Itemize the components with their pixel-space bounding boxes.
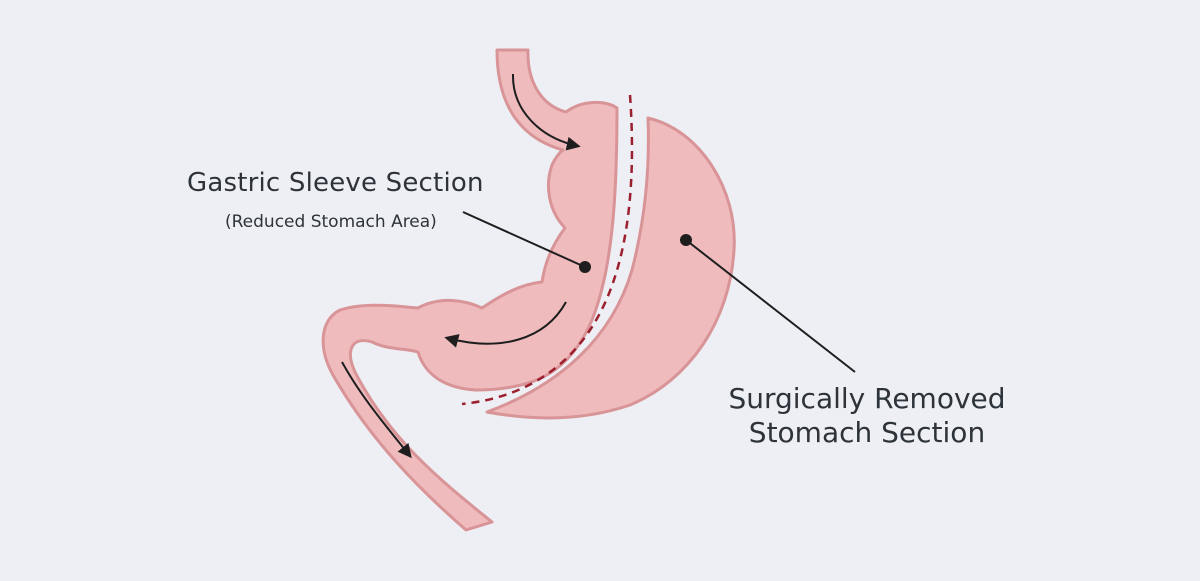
- flow-arrow-stomach: [444, 301, 567, 348]
- removed-label-line-1: Surgically Removed: [728, 382, 1006, 415]
- surgically-removed-section: [485, 116, 736, 420]
- gastric-sleeve-sublabel: (Reduced Stomach Area): [225, 212, 437, 232]
- flow-arrow-duodenum: [341, 361, 412, 459]
- leader-line-sleeve: [462, 211, 586, 268]
- leader-dot-removed: [680, 234, 692, 246]
- surgical-cut-line: [461, 94, 634, 406]
- removed-section-label: Surgically Removed Stomach Section: [726, 382, 1008, 450]
- leader-line-removed: [685, 239, 856, 373]
- gastric-sleeve-label: Gastric Sleeve Section: [187, 168, 484, 198]
- removed-label-line-2: Stomach Section: [748, 416, 986, 449]
- leader-dot-sleeve: [579, 261, 591, 273]
- gastric-sleeve-section: [321, 48, 619, 532]
- flow-arrow-esophagus: [511, 73, 581, 151]
